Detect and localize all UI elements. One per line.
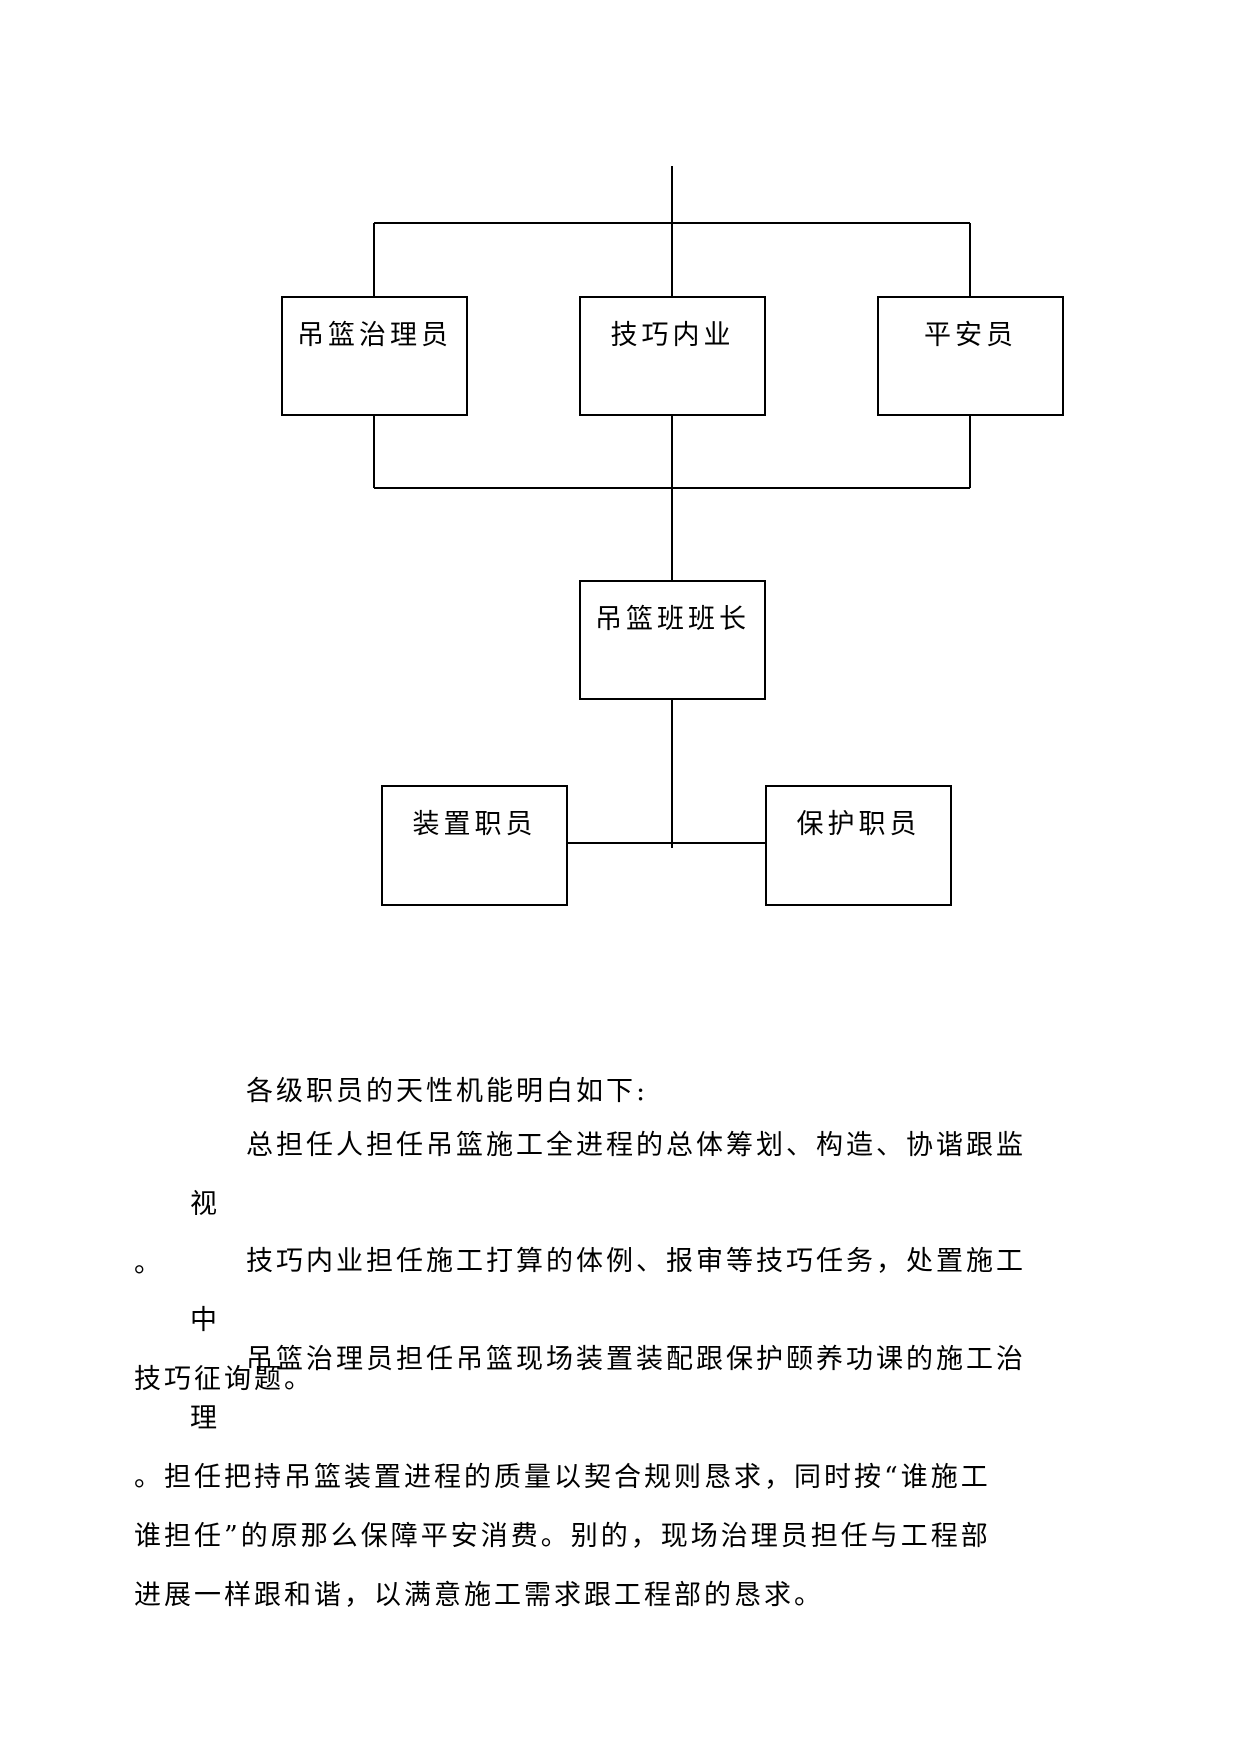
paragraph-line: 技巧内业担任施工打算的体例、报审等技巧任务，处置施工中 <box>190 1246 1026 1336</box>
paragraph-manager: 吊篮治理员担任吊篮现场装置装配跟保护颐养功课的施工治理 。担任把持吊篮装置进程的… <box>134 1330 1030 1625</box>
paragraph-chief: 总担任人担任吊篮施工全进程的总体筹划、构造、协谐跟监视 。 <box>134 1116 1030 1293</box>
org-box-team-leader: 吊篮班班长 <box>579 580 766 700</box>
paragraph-line: 进展一样跟和谐，以满意施工需求跟工程部的恳求。 <box>134 1580 824 1611</box>
org-box-safety-officer: 平安员 <box>877 296 1064 416</box>
org-chart-connectors <box>373 166 971 848</box>
org-box-label: 保护职员 <box>796 809 921 840</box>
org-box-technical-office: 技巧内业 <box>579 296 766 416</box>
org-box-maintainer: 保护职员 <box>765 785 952 906</box>
org-box-label: 吊篮班班长 <box>595 604 750 635</box>
paragraph-line: 吊篮治理员担任吊篮现场装置装配跟保护颐养功课的施工治理 <box>190 1344 1026 1434</box>
paragraph-line: 技巧征询题。 <box>134 1364 314 1395</box>
paragraph-technical: 技巧内业担任施工打算的体例、报审等技巧任务，处置施工中 技巧征询题。 <box>134 1232 1030 1409</box>
org-box-basket-manager: 吊篮治理员 <box>281 296 468 416</box>
org-box-label: 平安员 <box>924 320 1017 351</box>
paragraph-line: 各级职员的天性机能明白如下: <box>246 1076 649 1107</box>
paragraph-line: 谁担任”的原那么保障平安消费。别的，现场治理员担任与工程部 <box>134 1521 991 1552</box>
paragraph-intro: 各级职员的天性机能明白如下: <box>190 1062 1030 1121</box>
paragraph-line: 。担任把持吊篮装置进程的质量以契合规则恳求，同时按“谁施工 <box>134 1462 991 1493</box>
org-box-label: 技巧内业 <box>610 320 735 351</box>
paragraph-line: 。 <box>134 1248 164 1279</box>
org-box-installer: 装置职员 <box>381 785 568 906</box>
paragraph-line: 总担任人担任吊篮施工全进程的总体筹划、构造、协谐跟监视 <box>190 1130 1026 1220</box>
org-box-label: 装置职员 <box>412 809 537 840</box>
org-box-label: 吊篮治理员 <box>297 320 452 351</box>
